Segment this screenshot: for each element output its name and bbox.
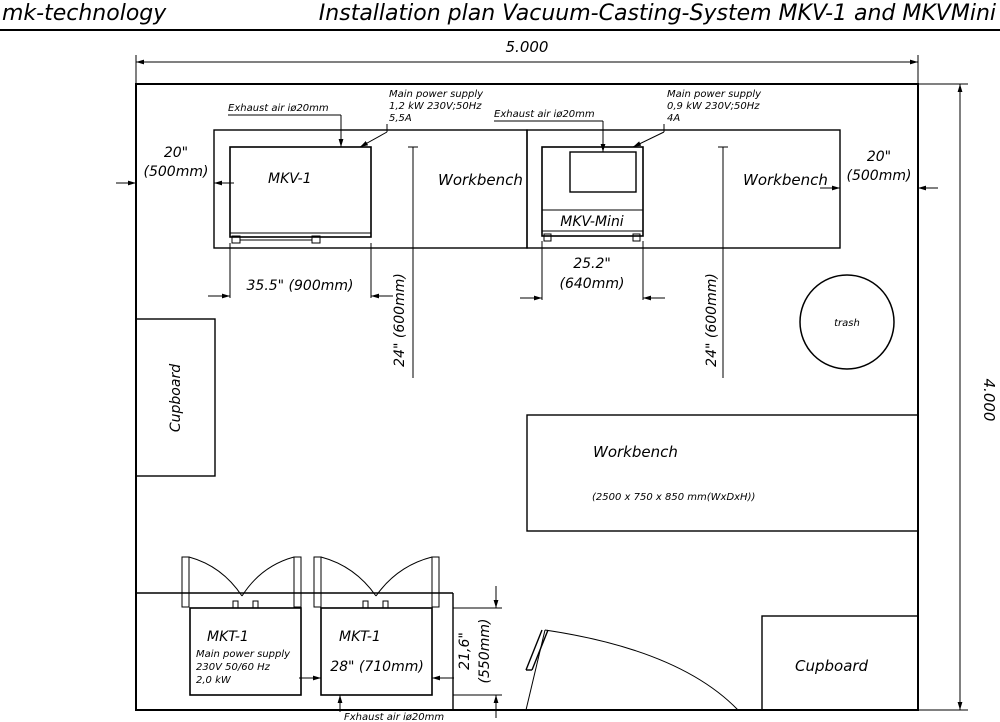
mkt1-a-lid xyxy=(181,556,302,608)
left-gap-mm: (500mm) xyxy=(144,164,209,180)
mkt1-a-power-title: Main power supply xyxy=(196,649,291,660)
mkvmini-width-mm: (640mm) xyxy=(560,276,625,292)
cupboard-right xyxy=(761,615,919,711)
mkv1-label: MKV-1 xyxy=(268,171,312,187)
mkvmini-power-current: 4A xyxy=(667,113,680,124)
room-width-dimension: 5.000 xyxy=(135,38,919,84)
mkt1-b-machine: MKT-1 xyxy=(320,600,433,696)
trash-label: trash xyxy=(834,318,860,329)
mkt1-a-power-spec: 230V 50/60 Hz xyxy=(196,662,271,673)
mkt1-depth-inch: 21,6" xyxy=(457,632,473,670)
mkvmini-depth-dimension: 24" (600mm) xyxy=(704,273,720,367)
workbench-right-label: Workbench xyxy=(743,171,828,189)
mkv1-power-spec: 1,2 kW 230V;50Hz xyxy=(389,101,482,112)
mkv1-depth-dimension: 24" (600mm) xyxy=(392,273,408,367)
mkv1-power-title: Main power supply xyxy=(389,89,484,100)
workbench-left-label: Workbench xyxy=(438,171,523,189)
mkvmini-width-inch: 25.2" xyxy=(573,256,611,272)
mkvmini-exhaust-label: Exhaust air iø20mm xyxy=(494,109,595,120)
mkt1-a-power-kw: 2,0 kW xyxy=(196,675,232,686)
workbench-main xyxy=(526,414,919,532)
room-width-label: 5.000 xyxy=(506,38,549,56)
room-door xyxy=(525,629,739,711)
right-gap-mm: (500mm) xyxy=(847,168,912,184)
cupboard-right-label: Cupboard xyxy=(795,657,869,675)
mkvmini-power-spec: 0,9 kW 230V;50Hz xyxy=(667,101,760,112)
cupboard-left xyxy=(135,318,216,477)
mkt1-width-dimension: 28" (710mm) xyxy=(330,659,424,675)
mkt1-a-label: MKT-1 xyxy=(207,629,249,645)
mkv1-machine: MKV-1 xyxy=(229,146,372,244)
mkv1-width-dimension: 35.5" (900mm) xyxy=(247,278,354,294)
mkv1-exhaust-label: Exhaust air iø20mm xyxy=(228,103,329,114)
trash-bin xyxy=(799,274,895,370)
company-name: mk-technology xyxy=(2,1,167,26)
mkt1-a-machine: MKT-1 Main power supply 230V 50/60 Hz 2,… xyxy=(189,600,302,696)
mkt1-b-label: MKT-1 xyxy=(339,629,381,645)
workbench-main-label: Workbench xyxy=(593,443,678,461)
room-depth-label: 4.000 xyxy=(980,379,998,422)
mkt-exhaust-label: Fxhaust air iø20mm xyxy=(344,712,444,722)
mkvmini-power-title: Main power supply xyxy=(667,89,762,100)
right-gap-inch: 20" xyxy=(867,149,891,165)
mkvmini-label: MKV-Mini xyxy=(560,214,624,230)
drawing-title: Installation plan Vacuum-Casting-System … xyxy=(319,1,996,26)
left-gap-inch: 20" xyxy=(164,145,188,161)
mkt1-depth-mm: (550mm) xyxy=(477,619,493,684)
room-depth-dimension: 4.000 xyxy=(918,83,998,711)
mkt1-b-lid xyxy=(313,556,440,608)
workbench-right xyxy=(526,129,841,249)
mkv1-power-current: 5,5A xyxy=(389,113,412,124)
workbench-main-size: (2500 x 750 x 850 mm(WxDxH)) xyxy=(592,492,755,503)
cupboard-left-label: Cupboard xyxy=(168,364,184,432)
mkvmini-machine: MKV-Mini xyxy=(541,146,644,242)
